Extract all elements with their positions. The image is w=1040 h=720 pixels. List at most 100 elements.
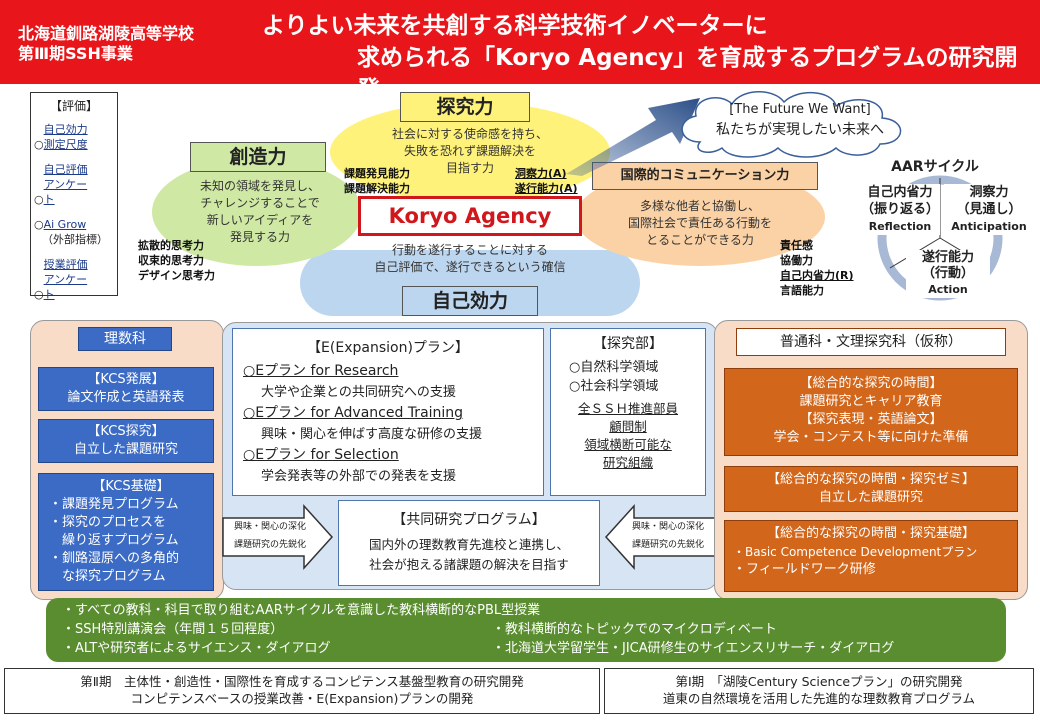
school-name-line2: 第Ⅲ期SSH事業 xyxy=(18,44,133,63)
school-name-line1: 北海道釧路湖陵高等学校 xyxy=(18,24,195,43)
bullet: ○ xyxy=(34,138,44,151)
skill: 洞察力(A) xyxy=(515,167,567,180)
general-item: 【総合的な探究の時間・探究ゼミ】 自立した課題研究 xyxy=(724,466,1018,512)
kokusai-desc: 多様な他者と協働し、 国際社会で責任ある行動を とることができる力 xyxy=(627,199,772,247)
aar-anticipation-jp: 洞察力 xyxy=(969,185,1009,200)
tankyu-label: 探究力 xyxy=(400,92,530,122)
title-line1: よりよい未来を共創する科学技術イノベーターに xyxy=(262,13,768,39)
plan-desc: 大学や企業との共同研究への支援 xyxy=(261,385,456,400)
skill: 遂行能力(A) xyxy=(515,182,578,195)
tankyubu-note-line: 研究組織 xyxy=(602,455,653,470)
plan-title: ○Eプラン for Research xyxy=(243,363,399,379)
joint-heading: 【共同研究プログラム】 xyxy=(392,512,546,528)
aar-reflection-jp: 自己内省力 xyxy=(867,185,933,200)
tankyu-skills-right: 洞察力(A) 遂行能力(A) xyxy=(515,166,578,196)
footer-line: 第Ⅱ期 主体性・創造性・国際性を育成するコンピテンス基盤型教育の研究開発 xyxy=(80,674,524,689)
jiko-label: 自己効力 xyxy=(402,286,538,316)
kcs-basic-title: 【KCS基礎】 xyxy=(92,479,170,494)
aar-reflection-en: Reflection xyxy=(868,220,932,233)
science-heading: 理数科 xyxy=(78,327,172,351)
joint-desc-line: 国内外の理数教育先進校と連携し、 xyxy=(368,537,569,552)
future-cloud-icon xyxy=(681,91,902,158)
aar-anticipation: 洞察力 （見通し） Anticipation xyxy=(944,184,1034,235)
skill: 課題解決能力 xyxy=(344,182,410,195)
left-arrow-icon xyxy=(604,504,716,570)
general-item-line: ・Basic Competence Developmentプラン xyxy=(733,545,978,559)
general-item-line: 【探究表現・英語論文】 xyxy=(799,412,943,427)
evaluation-item: ○Ai Grow （外部指標） xyxy=(34,217,114,247)
joint-desc-line: 社会が抱える諸課題の解決を目指す xyxy=(369,557,569,572)
aar-action-sub: （行動） xyxy=(921,266,974,281)
common-line: ・教科横断的なトピックでのマイクロディベート xyxy=(492,622,777,637)
plan-desc: 興味・関心を伸ばす高度な研修の支援 xyxy=(261,427,483,442)
tankyubu-note-line: 顧問制 xyxy=(609,419,647,434)
common-line: ・すべての教科・科目で取り組むAARサイクルを意識した教科横断的なPBL型授業 xyxy=(62,603,541,618)
bullet: ○ xyxy=(34,288,44,301)
aar-action: 遂行能力 （行動） Action xyxy=(906,250,990,298)
expansion-plans: ○Eプラン for Research 大学や企業との共同研究への支援 ○Eプラン… xyxy=(233,361,543,487)
kcs-basic-line: ・探究のプロセスを xyxy=(49,515,167,530)
sozo-desc: 未知の領域を発見し、 チャレンジすることで 新しいアイディアを 発見する力 xyxy=(199,179,320,244)
page-title: よりよい未来を共創する科学技術イノベーターに 求められる「Koryo Agenc… xyxy=(262,10,1032,106)
evaluation-sub: （外部指標） xyxy=(42,233,108,246)
kokusai-skills: 責任感 協働力 自己内省力(R) 言語能力 xyxy=(780,238,854,298)
evaluation-link[interactable]: 自己効力測定尺度 xyxy=(43,123,88,151)
arrow-label-line: 課題研究の先鋭化 xyxy=(631,540,704,550)
arrow-label-line: 興味・関心の深化 xyxy=(631,522,704,532)
evaluation-item: ○自己評価アンケート xyxy=(34,162,114,207)
kcs-basic-line: ・課題発見プログラム xyxy=(49,497,179,512)
evaluation-link[interactable]: 自己評価アンケート xyxy=(43,163,88,206)
plan-desc: 学会発表等の外部での発表を支援 xyxy=(261,469,457,484)
kcs-basic-line: ・釧路湿原への多角的 xyxy=(49,551,180,566)
right-arrow-label: 興味・関心の深化 課題研究の先鋭化 xyxy=(622,518,714,554)
koryo-agency-label: Koryo Agency xyxy=(358,196,582,236)
right-arrow-icon xyxy=(222,504,334,570)
general-item-line: 【総合的な探究の時間・探究基礎】 xyxy=(766,526,975,541)
plan-title: ○Eプラン for Advanced Training xyxy=(243,405,464,421)
common-row: ・SSH特別講演会（年間１５回程度） ・教科横断的なトピックでのマイクロディベー… xyxy=(62,620,990,639)
joint-research-box: 【共同研究プログラム】 国内外の理数教育先進校と連携し、 社会が抱える諸課題の解… xyxy=(338,500,600,586)
evaluation-link[interactable]: Ai Grow xyxy=(43,218,87,231)
joint-desc: 国内外の理数教育先進校と連携し、 社会が抱える諸課題の解決を目指す xyxy=(339,535,599,575)
common-activities-bar: ・すべての教科・科目で取り組むAARサイクルを意識した教科横断的なPBL型授業 … xyxy=(46,598,1006,662)
expansion-box: 【E(Expansion)プラン】 ○Eプラン for Research 大学や… xyxy=(232,328,544,496)
skill: 責任感 xyxy=(780,239,813,252)
bullet: ○ xyxy=(34,193,44,206)
kcs-basic-line: 繰り返すプログラム xyxy=(49,533,179,548)
kcs-inquiry-title: 【KCS探究】 xyxy=(87,424,165,439)
skill: 課題発見能力 xyxy=(344,167,410,180)
future-line2: 私たちが実現したい未来へ xyxy=(716,122,884,138)
kcs-inquiry-body: 自立した課題研究 xyxy=(73,442,178,457)
general-item-line: 自立した課題研究 xyxy=(818,490,923,505)
general-item: 【総合的な探究の時間】 課題研究とキャリア教育 【探究表現・英語論文】 学会・コ… xyxy=(724,368,1018,456)
tankyubu-note: 全ＳＳＨ推進部員 顧問制 領域横断可能な 研究組織 xyxy=(551,400,705,472)
evaluation-item: ○授業評価アンケート xyxy=(34,257,114,302)
sozo-skills: 拡散的思考力 収束的思考力 デザイン思考力 xyxy=(138,238,215,283)
school-name: 北海道釧路湖陵高等学校 第Ⅲ期SSH事業 xyxy=(18,24,194,64)
skill: 拡散的思考力 xyxy=(138,239,204,252)
aar-action-jp: 遂行能力 xyxy=(921,250,974,265)
bullet: ○ xyxy=(34,218,44,231)
tankyu-desc: 社会に対する使命感を持ち、 失敗を恐れず課題解決を 目指す力 xyxy=(391,127,548,175)
kokusai-label: 国際的コミュニケーション力 xyxy=(592,162,818,190)
evaluation-item: ○自己効力測定尺度 xyxy=(34,122,114,152)
skill: 収束的思考力 xyxy=(138,254,204,267)
tankyubu-field: ○社会科学領域 xyxy=(569,379,659,394)
aar-anticipation-en: Anticipation xyxy=(951,220,1027,233)
expansion-heading: 【E(Expansion)プラン】 xyxy=(307,340,469,356)
future-line1: [The Future We Want] xyxy=(729,102,871,117)
kcs-advanced: 【KCS発展】 論文作成と英語発表 xyxy=(38,367,214,411)
tankyubu-note-line: 領域横断可能な xyxy=(584,437,672,452)
general-item-line: 【総合的な探究の時間】 xyxy=(799,376,943,391)
common-line: ・SSH特別講演会（年間１５回程度） xyxy=(62,622,284,637)
evaluation-link[interactable]: 授業評価アンケート xyxy=(43,258,88,301)
header-banner xyxy=(0,0,1040,84)
aar-title: AARサイクル xyxy=(891,159,979,175)
evaluation-box: 【評価】 ○自己効力測定尺度 ○自己評価アンケート ○Ai Grow （外部指標… xyxy=(30,92,118,301)
plan-title: ○Eプラン for Selection xyxy=(243,447,399,463)
future-cloud-text: [The Future We Want] 私たちが実現したい未来へ xyxy=(690,100,910,140)
kcs-basic-line: な探究プログラム xyxy=(49,569,166,584)
kcs-advanced-body: 論文作成と英語発表 xyxy=(67,390,185,405)
aar-action-en: Action xyxy=(928,283,968,296)
skill: 自己内省力(R) xyxy=(780,269,854,282)
